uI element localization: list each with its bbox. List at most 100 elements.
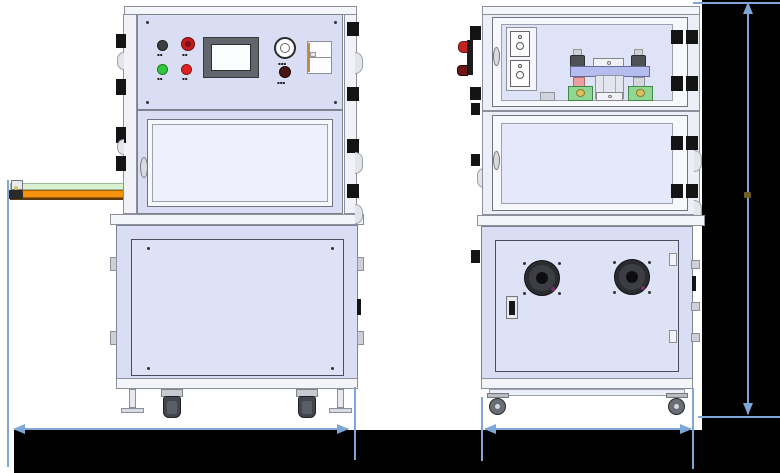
fan-screw <box>558 292 561 295</box>
front-tabletop <box>110 214 364 225</box>
conveyor-end-glint <box>14 186 18 190</box>
door-hinge <box>671 136 698 150</box>
door-hinge <box>671 184 698 198</box>
conveyor-end-motor <box>8 190 23 199</box>
front-cabinet-door[interactable] <box>131 239 344 376</box>
side-emergency-stop[interactable] <box>458 41 468 53</box>
side-tabletop <box>477 215 705 226</box>
fan-glint <box>641 286 645 290</box>
door-screw <box>331 247 334 250</box>
conveyor-underside <box>10 198 142 200</box>
door-screw <box>147 367 150 370</box>
fan-glint <box>551 287 555 291</box>
caster-hub <box>495 404 500 409</box>
hinge-block <box>347 22 359 36</box>
cabinet-latch <box>357 299 361 315</box>
side-middle-door-handle[interactable] <box>493 151 500 170</box>
front-base-bar <box>116 378 358 389</box>
connector-strip <box>307 43 310 72</box>
door-screw <box>147 247 150 250</box>
door-hinge <box>671 30 698 44</box>
cabinet-side-tab <box>691 302 700 311</box>
arrowhead-left <box>13 424 25 434</box>
selector-knob-inner <box>280 43 290 53</box>
hinge-block <box>116 127 126 143</box>
caster-wheel-face <box>167 401 177 414</box>
front-window-glass <box>152 124 328 202</box>
dimension-line-bottom-left <box>15 428 348 430</box>
hinge-block <box>347 87 359 101</box>
dimension-extension-mid <box>354 387 356 460</box>
caster-mount <box>487 393 509 398</box>
hinge-block <box>471 154 480 166</box>
fan-screw <box>523 262 526 265</box>
arrowhead-up <box>743 2 753 14</box>
hinge-block <box>116 156 126 171</box>
caster-wheel-face <box>302 401 312 414</box>
arrowhead-left <box>484 424 496 434</box>
fixture-green-hole <box>636 89 645 97</box>
hinge-block <box>470 87 481 100</box>
fan-screw <box>648 261 651 264</box>
frame-bump <box>117 52 124 70</box>
reset-button[interactable] <box>279 66 291 78</box>
power-button[interactable] <box>157 40 168 51</box>
dimension-extension-top <box>693 2 780 4</box>
side-connector-cap <box>457 65 468 76</box>
stop-button[interactable] <box>181 64 192 75</box>
caster-mount <box>666 393 688 398</box>
side-cabinet-door[interactable] <box>495 240 679 372</box>
frame-bump <box>355 52 363 74</box>
door-clip <box>669 330 677 343</box>
dimension-extension-left <box>7 180 9 467</box>
stop-button-label: ▪▪ <box>182 76 188 81</box>
fixture-green-hole <box>576 89 585 97</box>
fan-screw <box>613 261 616 264</box>
side-middle-window-glass <box>501 123 673 204</box>
switch-box-port <box>516 42 524 50</box>
touchscreen-display[interactable] <box>211 44 251 71</box>
panel-screw <box>146 21 149 24</box>
hinge-block <box>116 79 126 95</box>
dimension-line-height <box>747 5 749 414</box>
rocker-switch[interactable] <box>509 301 515 315</box>
dimension-text-mark <box>744 192 751 198</box>
leveling-foot-pad <box>329 408 352 413</box>
start-button[interactable] <box>157 64 168 75</box>
hinge-block <box>470 26 481 40</box>
knob-label: ▪▪▪ <box>278 61 287 66</box>
dimension-extension-right-b <box>692 388 694 469</box>
door-screw <box>331 367 334 370</box>
power-button-label: ▪▪ <box>157 52 163 57</box>
side-top-door-handle[interactable] <box>493 47 500 66</box>
panel-screw <box>146 101 149 104</box>
connector-notch <box>310 52 316 57</box>
fan-screw <box>648 291 651 294</box>
panel-screw <box>334 101 337 104</box>
front-door-handle[interactable] <box>140 157 148 178</box>
masked-region-right <box>702 0 780 473</box>
estop-bracket <box>467 40 473 75</box>
fan-hub <box>626 271 638 283</box>
leveling-foot-pad <box>121 408 144 413</box>
hinge-block <box>116 34 126 48</box>
dimension-extension-right-a <box>481 397 483 461</box>
dimension-extension-floor <box>698 416 780 418</box>
fixture-plate-hole <box>607 61 611 65</box>
side-base-rail <box>489 389 685 396</box>
fixture-step-block <box>540 92 555 101</box>
cabinet-side-tab <box>110 257 117 271</box>
cabinet-side-tab <box>357 257 364 271</box>
fixture-center-line <box>615 76 616 96</box>
fan-screw <box>558 262 561 265</box>
fixture-bottom-plate <box>596 92 623 101</box>
dimension-line-bottom-right <box>485 428 691 430</box>
start-button-label: ▪▪ <box>157 76 163 81</box>
hinge-block <box>471 250 480 263</box>
emergency-stop-label: ▪▪ <box>182 52 188 57</box>
panel-screw <box>334 21 337 24</box>
reset-button-label: ▪▪▪ <box>277 80 286 85</box>
switch-box-dot <box>518 64 522 68</box>
cabinet-side-tab <box>357 331 364 345</box>
